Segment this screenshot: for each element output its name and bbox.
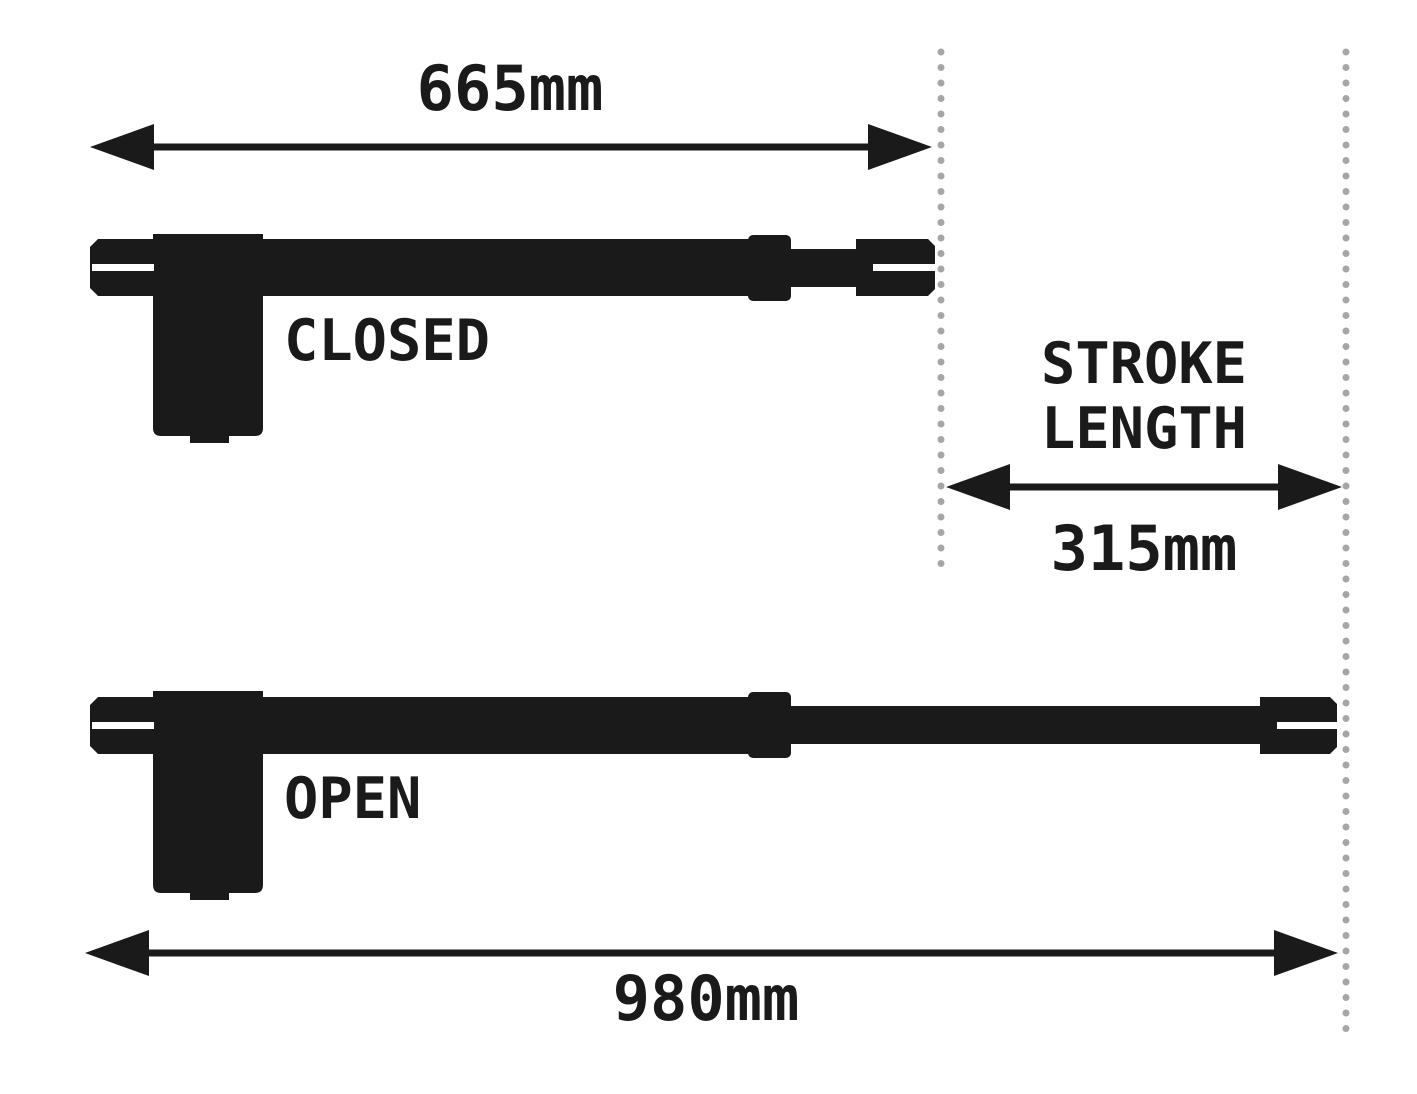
stroke-length-dimension <box>946 464 1342 510</box>
arrow-left-icon <box>946 464 1010 510</box>
arrow-left-icon <box>90 124 154 170</box>
arrow-right-icon <box>1278 464 1342 510</box>
closed-length-dimension <box>90 124 932 170</box>
closed-state-label: CLOSED <box>284 308 490 374</box>
closed-length-label: 665mm <box>417 52 604 125</box>
open-state-label: OPEN <box>284 766 421 832</box>
arrow-right-icon <box>868 124 932 170</box>
arrow-right-icon <box>1274 930 1338 976</box>
open-length-dimension <box>85 930 1338 976</box>
open-length-label: 980mm <box>613 962 800 1035</box>
linear-actuator-closed-icon <box>90 234 937 443</box>
linear-actuator-open-icon <box>90 691 1339 900</box>
stroke-length-label: 315mm <box>1051 512 1238 585</box>
arrow-left-icon <box>85 930 149 976</box>
stroke-label-line1: STROKE <box>1041 331 1247 397</box>
stroke-label-line2: LENGTH <box>1041 396 1247 462</box>
